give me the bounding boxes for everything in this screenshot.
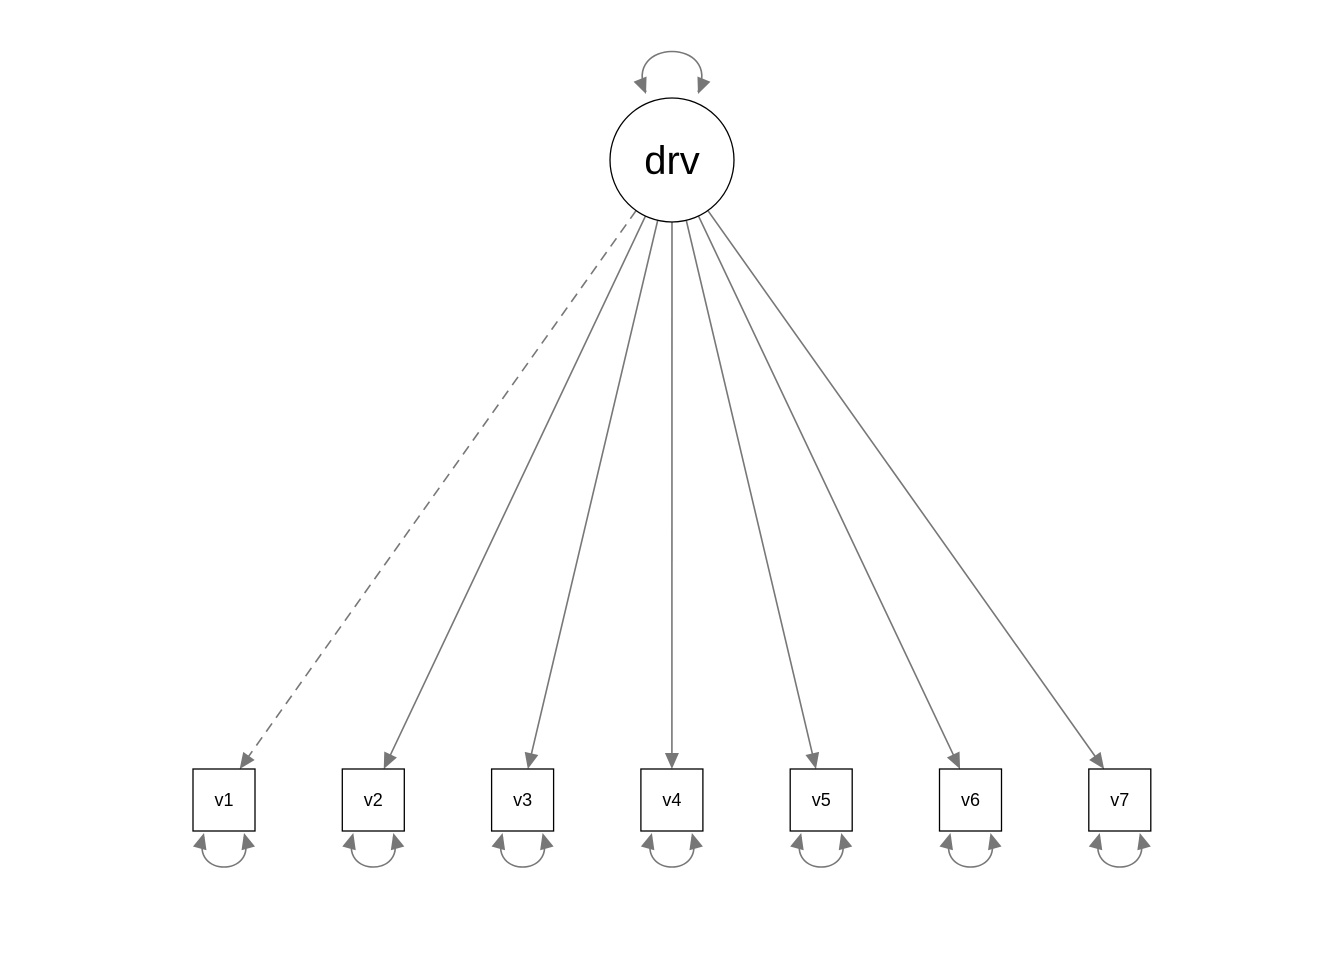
indicator-node-v3[interactable]: v3: [490, 768, 555, 832]
residual-arrowhead-left-v2: [342, 833, 356, 851]
residual-variance-loop-v5: [798, 836, 844, 868]
indicator-node-v4[interactable]: v4: [640, 768, 704, 832]
indicator-node-v5[interactable]: v5: [789, 768, 853, 832]
latent-node-drv[interactable]: drv: [609, 97, 735, 223]
loading-arrowhead-v3: [524, 751, 539, 769]
indicator-box-v6: [938, 768, 1003, 832]
residual-arrowhead-right-v1: [241, 833, 256, 851]
loading-edge-v5: [685, 220, 814, 755]
latent-variance-arrowhead-right: [697, 76, 711, 94]
indicator-label-v4: v4: [662, 790, 681, 810]
indicators-layer: v1 v2 v3 v4 v5 v6 v7: [192, 768, 1152, 832]
latent-variance-arrowhead-left: [633, 76, 647, 94]
indicator-label-v2: v2: [364, 790, 383, 810]
indicator-label-v1: v1: [214, 790, 233, 810]
residual-arrowhead-right-v5: [838, 833, 853, 851]
loading-edge-v7: [707, 210, 1097, 758]
edges-layer: [239, 210, 1105, 769]
indicator-box-v2: [341, 768, 405, 832]
indicator-box-v4: [640, 768, 704, 832]
residual-arrowhead-left-v4: [640, 833, 655, 851]
loading-arrowhead-v2: [383, 751, 397, 769]
indicator-node-v7[interactable]: v7: [1088, 768, 1152, 832]
loading-arrowhead-v1: [239, 751, 255, 769]
residual-arrowhead-left-v3: [491, 833, 506, 851]
residual-variance-loop-v4: [649, 836, 695, 868]
variance-layer: [192, 50, 1151, 868]
latent-circle: [609, 97, 735, 223]
loading-edge-v6: [697, 215, 955, 756]
indicator-box-v1: [192, 768, 256, 832]
loading-arrowhead-v6: [946, 751, 961, 769]
residual-arrowhead-right-v3: [540, 833, 554, 851]
residual-variance-loop-v7: [1097, 836, 1143, 868]
loading-arrowhead-v5: [805, 751, 820, 769]
residual-variance-loop-v6: [947, 836, 994, 868]
indicator-box-v3: [490, 768, 555, 832]
residual-variance-loop-v3: [499, 836, 546, 868]
loading-arrowhead-v7: [1089, 751, 1105, 769]
residual-arrowhead-left-v7: [1088, 833, 1103, 851]
residual-arrowhead-left-v5: [790, 833, 804, 851]
loading-arrowhead-v4: [664, 752, 679, 769]
indicator-label-v7: v7: [1110, 790, 1129, 810]
residual-arrowhead-right-v7: [1137, 833, 1151, 851]
residual-arrowhead-right-v2: [390, 833, 405, 851]
indicator-label-v5: v5: [812, 790, 831, 810]
residual-arrowhead-left-v6: [939, 833, 953, 851]
residual-variance-loop-v2: [350, 836, 396, 868]
loading-edge-v3: [530, 220, 659, 755]
residual-arrowhead-right-v4: [689, 833, 703, 851]
indicator-node-v1[interactable]: v1: [192, 768, 256, 832]
loading-edge-v2: [389, 215, 647, 756]
indicator-node-v6[interactable]: v6: [938, 768, 1003, 832]
indicator-node-v2[interactable]: v2: [341, 768, 405, 832]
latent-variance-loop: [641, 50, 703, 93]
latent-label: drv: [644, 139, 700, 183]
loading-edge-v1: [247, 210, 637, 758]
indicator-box-v7: [1088, 768, 1152, 832]
indicator-label-v3: v3: [513, 790, 532, 810]
indicator-label-v6: v6: [961, 790, 980, 810]
residual-arrowhead-right-v6: [988, 833, 1002, 851]
residual-variance-loop-v1: [201, 836, 247, 868]
indicator-box-v5: [789, 768, 853, 832]
residual-arrowhead-left-v1: [192, 833, 207, 851]
